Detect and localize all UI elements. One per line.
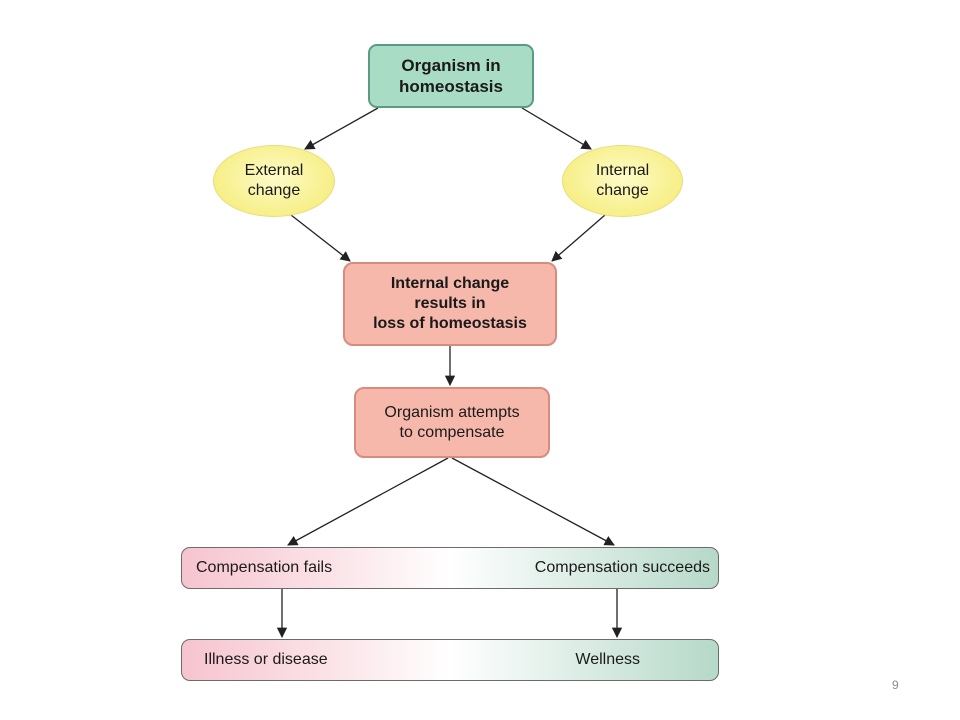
node-attempts-to-compensate: Organism attempts to compensate <box>354 387 550 458</box>
node-organism-in-homeostasis: Organism in homeostasis <box>368 44 534 108</box>
compensation-outcome-bar: Compensation fails Compensation succeeds <box>181 547 719 589</box>
node-internal-change: Internal change <box>562 145 683 217</box>
arrow-top-to-internal <box>521 107 592 150</box>
wellness-label: Wellness <box>575 651 640 668</box>
compensation-succeeds-label: Compensation succeeds <box>534 559 710 576</box>
arrow-internal-to-loss <box>551 214 606 262</box>
health-result-bar: Illness or disease Wellness <box>181 639 719 681</box>
compensation-fails-label: Compensation fails <box>196 559 333 576</box>
arrow-top-to-external <box>304 107 379 150</box>
arrow-external-to-loss <box>290 214 351 262</box>
node-loss-of-homeostasis: Internal change results in loss of homeo… <box>343 262 557 346</box>
illness-or-disease-label: Illness or disease <box>204 651 328 668</box>
node-external-change: External change <box>213 145 335 217</box>
slide-page-number: 9 <box>892 678 899 692</box>
arrow-compensate-to-fails <box>287 457 449 546</box>
arrow-compensate-to-succeeds <box>451 457 615 546</box>
